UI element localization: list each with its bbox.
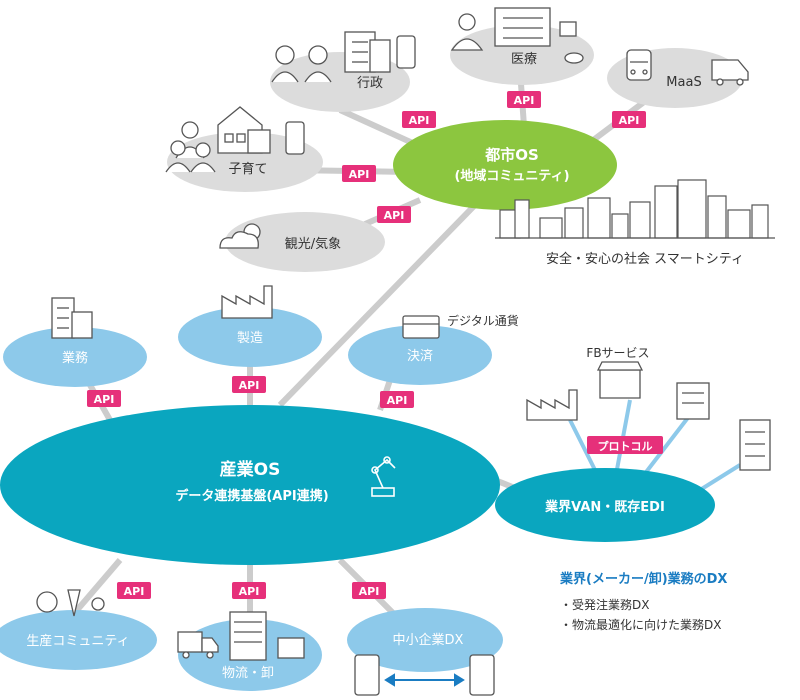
van-label: 業界VAN・既存EDI xyxy=(544,499,665,515)
robot-arm-icon xyxy=(371,456,396,497)
dx-item-1: ・受発注業務DX xyxy=(560,597,649,612)
node-butsuryu-label: 物流・卸 xyxy=(222,665,274,681)
svg-text:API: API xyxy=(387,394,408,407)
doctor-icon xyxy=(450,13,484,51)
building-icon xyxy=(344,31,391,73)
van-icon xyxy=(711,59,749,86)
factory-icon xyxy=(221,285,273,319)
vegetables-icon xyxy=(36,589,105,617)
office-building-icon xyxy=(51,297,93,339)
industry-os-subtitle: データ連携基盤(API連携) xyxy=(175,488,328,504)
dx-title: 業界(メーカー/卸)業務のDX xyxy=(559,571,727,587)
node-seizo xyxy=(178,307,322,367)
svg-text:API: API xyxy=(124,585,145,598)
node-gyosei-label: 行政 xyxy=(357,76,383,91)
double-arrow-icon xyxy=(384,673,465,687)
node-chusho-label: 中小企業DX xyxy=(393,632,464,648)
card-terminal-icon xyxy=(402,315,440,339)
svg-text:API: API xyxy=(239,585,260,598)
node-seisan-label: 生産コミュニティ xyxy=(26,633,129,649)
node-gyomu-label: 業務 xyxy=(62,350,88,366)
family-icon xyxy=(165,121,216,173)
node-iryo-label: 医療 xyxy=(511,52,537,67)
svg-text:API: API xyxy=(409,114,430,127)
industry-os-title: 産業OS xyxy=(220,459,281,480)
node-kessai-label: 決済 xyxy=(407,348,433,364)
shop-icon xyxy=(596,361,644,399)
hospital-icon xyxy=(494,7,551,47)
house-icon xyxy=(217,106,271,154)
dx-item-2: ・物流最適化に向けた業務DX xyxy=(560,617,721,632)
digital-currency-label: デジタル通貨 xyxy=(447,313,519,328)
warehouse-icon xyxy=(229,611,267,661)
node-kanko xyxy=(225,212,385,272)
industry-os xyxy=(0,405,500,565)
smartphone-icon-2 xyxy=(469,654,495,696)
factory-icon-2 xyxy=(526,389,578,421)
box-icon xyxy=(277,637,305,659)
fb-service-label: FBサービス xyxy=(586,346,649,360)
node-gyomu xyxy=(3,327,147,387)
node-kanko-label: 観光/気象 xyxy=(285,236,341,252)
pills-icon xyxy=(559,21,584,64)
smart-city-caption: 安全・安心の社会 スマートシティ xyxy=(546,251,744,267)
protocol-label: プロトコル xyxy=(598,439,653,453)
city-os xyxy=(393,120,617,210)
truck-icon xyxy=(177,631,219,659)
tablet-icon-2 xyxy=(285,121,305,155)
tablet-icon xyxy=(396,35,416,69)
node-maas-label: MaaS xyxy=(666,75,701,90)
city-skyline-icon xyxy=(495,179,775,239)
city-os-title: 都市OS xyxy=(484,146,539,164)
node-seizo-label: 製造 xyxy=(237,331,263,346)
office-building-icon-2 xyxy=(676,382,710,420)
node-chusho xyxy=(347,608,503,672)
protocol-badge xyxy=(587,436,663,454)
svg-text:API: API xyxy=(384,209,405,222)
svg-text:API: API xyxy=(359,585,380,598)
train-icon xyxy=(626,49,652,81)
svg-text:API: API xyxy=(514,94,535,107)
svg-text:API: API xyxy=(239,379,260,392)
node-iryo xyxy=(450,25,594,85)
node-kessai xyxy=(348,325,492,385)
node-kosodate-label: 子育て xyxy=(228,161,267,177)
sun-cloud-icon xyxy=(219,223,261,249)
node-seisan xyxy=(0,610,157,670)
svg-text:API: API xyxy=(619,114,640,127)
city-os-subtitle: (地域コミュニティ) xyxy=(454,168,569,184)
office-building-icon-3 xyxy=(739,419,771,471)
api-badges: API API API API API API API API API API … xyxy=(87,91,646,599)
van-node xyxy=(495,468,715,542)
elderly-couple-icon xyxy=(271,45,332,83)
svg-text:API: API xyxy=(349,168,370,181)
svg-text:API: API xyxy=(94,393,115,406)
smartphone-icon xyxy=(354,654,380,696)
